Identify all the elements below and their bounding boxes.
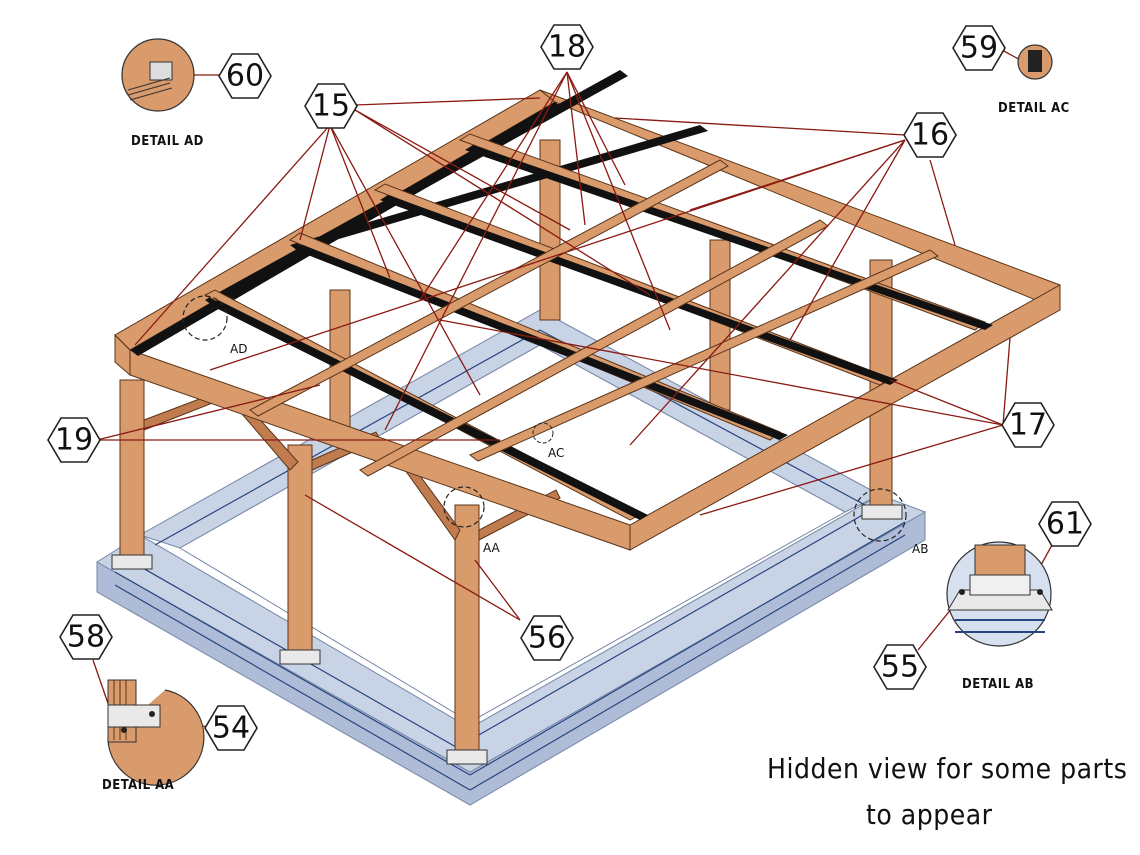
detail-marker-ac xyxy=(532,422,554,444)
detail-ad-title: DETAIL AD xyxy=(131,134,204,149)
detail-markers: AD AC AA AB xyxy=(182,295,928,556)
svg-text:55: 55 xyxy=(881,650,919,685)
view-marker-ab: AB xyxy=(912,542,928,556)
callout-61: 61 xyxy=(1038,501,1092,547)
svg-text:61: 61 xyxy=(1046,507,1084,542)
svg-text:16: 16 xyxy=(911,118,949,153)
detail-ab-title: DETAIL AB xyxy=(962,677,1034,692)
timber-posts xyxy=(111,139,903,765)
view-marker-aa: AA xyxy=(483,541,501,555)
callout-17: 17 xyxy=(1001,402,1055,448)
callout-56: 56 xyxy=(520,615,574,661)
detail-marker-ad xyxy=(182,295,228,341)
detail-ac-inset: DETAIL AC xyxy=(998,44,1070,116)
svg-text:19: 19 xyxy=(55,423,93,458)
callout-55: 55 xyxy=(873,644,927,690)
leader-lines xyxy=(92,49,1053,728)
svg-text:60: 60 xyxy=(226,59,264,94)
detail-ac-title: DETAIL AC xyxy=(998,101,1070,116)
svg-text:18: 18 xyxy=(548,30,586,65)
note-line-2: to appear xyxy=(866,798,993,831)
view-marker-ac: AC xyxy=(548,446,564,460)
callout-15: 15 xyxy=(304,83,358,129)
callout-58: 58 xyxy=(59,614,113,660)
callout-59: 59 xyxy=(952,25,1006,71)
detail-aa-title: DETAIL AA xyxy=(102,778,174,793)
callout-19: 19 xyxy=(47,417,101,463)
detail-marker-aa xyxy=(443,486,485,528)
callout-60: 60 xyxy=(218,53,272,99)
roof-framing xyxy=(114,70,1061,551)
detail-ad-inset: DETAIL AD xyxy=(121,38,204,149)
detail-marker-ab xyxy=(853,488,907,542)
svg-text:17: 17 xyxy=(1009,408,1047,443)
detail-aa-inset: DETAIL AA xyxy=(102,679,205,793)
callout-18: 18 xyxy=(540,24,594,70)
detail-ab-inset: DETAIL AB xyxy=(946,541,1053,692)
svg-text:15: 15 xyxy=(312,89,350,124)
svg-text:58: 58 xyxy=(67,620,105,655)
callout-16: 16 xyxy=(903,112,957,158)
svg-text:59: 59 xyxy=(960,31,998,66)
svg-text:54: 54 xyxy=(212,711,250,746)
callout-54: 54 xyxy=(204,705,258,751)
note-line-1: Hidden view for some parts xyxy=(767,752,1128,785)
svg-text:56: 56 xyxy=(528,621,566,656)
view-marker-ad: AD xyxy=(230,342,247,356)
